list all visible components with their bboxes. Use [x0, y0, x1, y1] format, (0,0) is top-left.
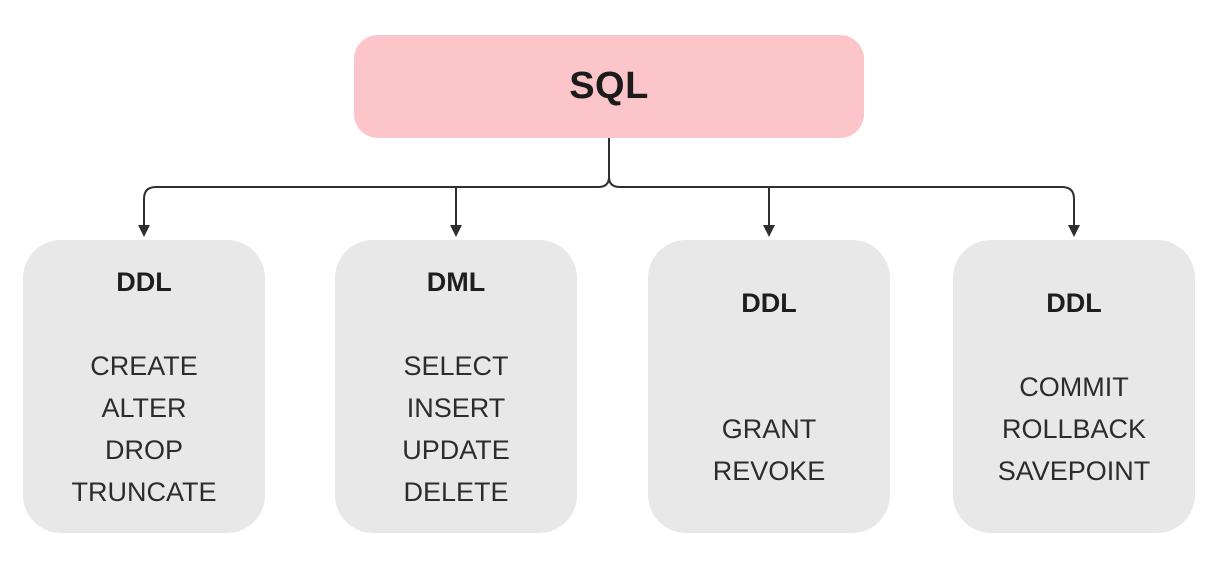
command-list: CREATE ALTER DROP TRUNCATE	[72, 345, 217, 513]
root-node-label: SQL	[569, 65, 649, 107]
command-item: DROP	[104, 434, 183, 465]
command-item: UPDATE	[402, 434, 510, 465]
command-item: GRANT	[721, 413, 817, 444]
arrowhead-down-icon	[1068, 225, 1080, 237]
connector-left-branch	[143, 138, 610, 226]
arrowhead-down-icon	[763, 225, 775, 237]
command-item: SAVEPOINT	[997, 455, 1151, 486]
command-item: INSERT	[406, 392, 506, 423]
command-item: ALTER	[101, 392, 187, 423]
category-box-ddl-3: DDL COMMIT ROLLBACK SAVEPOINT	[953, 240, 1195, 533]
category-box-dml: DML SELECT INSERT UPDATE DELETE	[335, 240, 577, 533]
arrowhead-down-icon	[138, 225, 150, 237]
command-item: COMMIT	[1019, 371, 1129, 402]
category-title: DDL	[1046, 287, 1102, 318]
category-title: DDL	[116, 266, 172, 297]
command-item: CREATE	[90, 350, 198, 381]
category-box-ddl-1: DDL CREATE ALTER DROP TRUNCATE	[23, 240, 265, 533]
command-item: SELECT	[403, 350, 509, 381]
command-list: COMMIT ROLLBACK SAVEPOINT	[998, 366, 1151, 492]
command-item: REVOKE	[712, 455, 826, 486]
command-item: TRUNCATE	[71, 476, 217, 507]
command-list: SELECT INSERT UPDATE DELETE	[402, 345, 510, 513]
connector-right-branch	[608, 138, 1075, 226]
command-item: DELETE	[403, 476, 509, 507]
category-box-ddl-2: DDL GRANT REVOKE	[648, 240, 890, 533]
category-title: DDL	[741, 287, 797, 318]
category-title: DML	[426, 266, 486, 297]
command-list: GRANT REVOKE	[713, 408, 826, 492]
arrowhead-down-icon	[450, 225, 462, 237]
root-node-sql: SQL	[354, 35, 864, 138]
command-item: ROLLBACK	[1001, 413, 1147, 444]
